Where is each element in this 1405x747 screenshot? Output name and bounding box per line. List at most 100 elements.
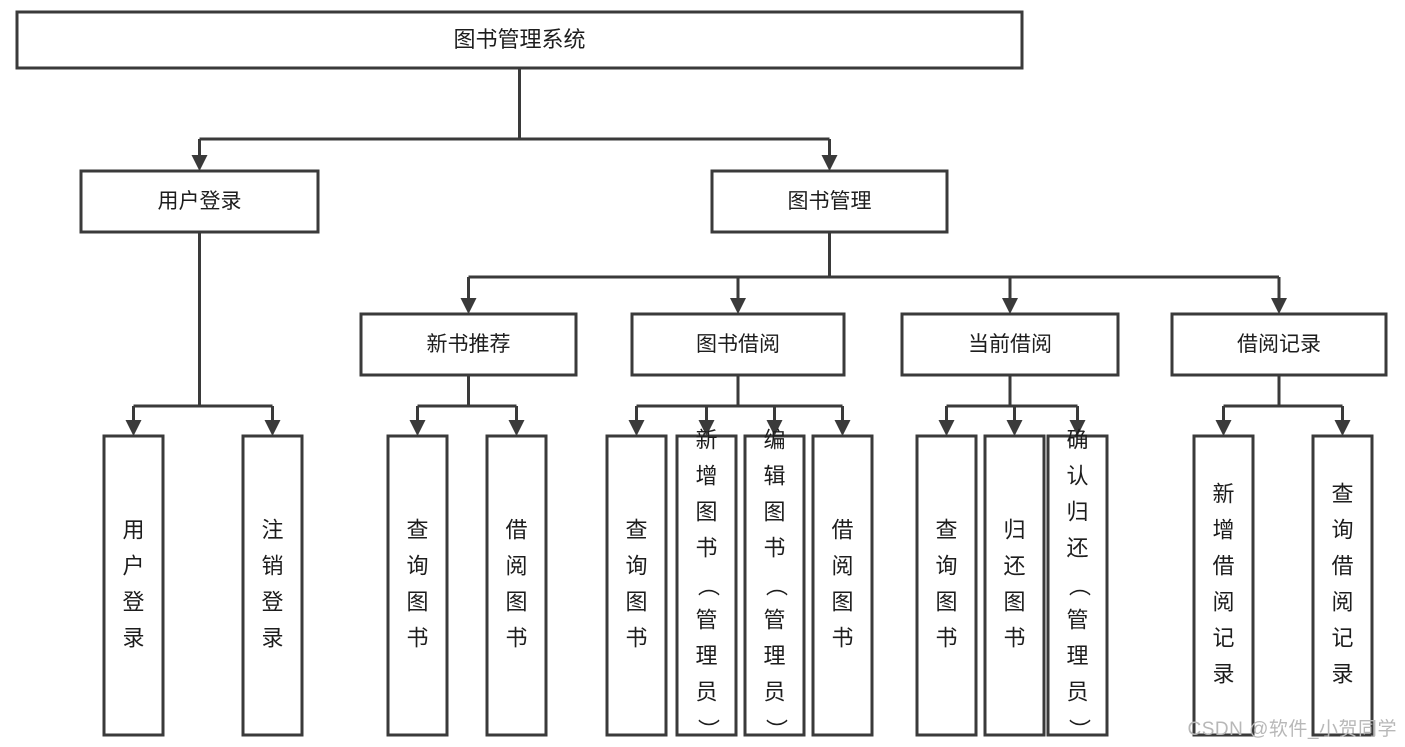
branch-node-label: 新书推荐	[427, 333, 511, 356]
leaf-node-label-char: 图	[695, 499, 717, 524]
branch-node-3[interactable]: 图书借阅	[630, 312, 846, 377]
leaf-node-label-char: 阅	[1212, 589, 1234, 614]
node-rect[interactable]	[359, 312, 578, 377]
node-rect[interactable]	[1170, 312, 1388, 377]
node-rect[interactable]	[605, 434, 668, 737]
leaf-node-label-char: 书	[695, 535, 717, 560]
leaf-node-label-char: 书	[505, 625, 527, 650]
branch-node-4[interactable]: 当前借阅	[900, 312, 1120, 377]
arrow-head	[834, 420, 851, 436]
leaf-node-label-char: 录	[1331, 661, 1353, 686]
node-rect[interactable]	[710, 169, 949, 234]
leaf-node-label-char: 记	[1331, 625, 1353, 650]
node-rect[interactable]	[630, 312, 846, 377]
branch-node-5[interactable]: 借阅记录	[1170, 312, 1388, 377]
node-layer: 图书管理系统用户登录图书管理新书推荐图书借阅当前借阅借阅记录用户登录注销登录查询…	[15, 10, 1388, 741]
leaf-node-label-char: 辑	[763, 463, 785, 488]
leaf-node-label-char: 书	[406, 625, 428, 650]
leaf-node-label-char: 书	[1003, 625, 1025, 650]
leaf-node-label-char: 阅	[1331, 589, 1353, 614]
arrow-head	[766, 420, 783, 436]
arrow-head	[409, 420, 426, 436]
leaf-node-label-char: 管	[695, 607, 717, 632]
branch-node-0[interactable]: 用户登录	[79, 169, 320, 234]
connector-layer	[125, 68, 1351, 436]
leaf-node-label-char: 借	[505, 517, 527, 542]
node-rect[interactable]	[900, 312, 1120, 377]
leaf-node-label-char: 询	[1331, 517, 1353, 542]
leaf-node-label-char: 确	[1066, 427, 1088, 452]
leaf-node-label-char: 图	[406, 589, 428, 614]
arrow-head	[628, 420, 645, 436]
leaf-node-label-char: 新	[1212, 481, 1234, 506]
leaf-node-label-char: 借	[1212, 553, 1234, 578]
node-rect[interactable]	[811, 434, 874, 737]
node-rect[interactable]	[386, 434, 449, 737]
branch-node-label: 当前借阅	[968, 333, 1052, 356]
leaf-node-label-char: ）	[696, 718, 721, 740]
leaf-node-label-char: 还	[1066, 535, 1088, 560]
node-rect[interactable]	[1192, 434, 1255, 737]
arrow-head	[1069, 420, 1086, 436]
leaf-node-label-char: 书	[763, 535, 785, 560]
leaf-node-label-char: 借	[1331, 553, 1353, 578]
leaf-node-label-char: 员	[1066, 679, 1088, 704]
leaf-node-label-char: 查	[625, 517, 647, 542]
leaf-node-label-char: 询	[406, 553, 428, 578]
node-rect[interactable]	[79, 169, 320, 234]
arrow-head	[938, 420, 955, 436]
branch-node-1[interactable]: 图书管理	[710, 169, 949, 234]
leaf-node-label-char: 图	[935, 589, 957, 614]
leaf-node-label-char: ）	[1067, 718, 1092, 740]
leaf-node-label-char: 记	[1212, 625, 1234, 650]
leaf-node-label-char: 查	[406, 517, 428, 542]
leaf-node-label-char: 理	[1066, 643, 1088, 668]
leaf-node-label-char: 员	[763, 679, 785, 704]
node-rect[interactable]	[485, 434, 548, 737]
node-rect[interactable]	[675, 434, 738, 737]
leaf-node-label-char: 登	[122, 589, 144, 614]
leaf-node-label-char: 用	[122, 517, 144, 542]
node-rect[interactable]	[915, 434, 978, 737]
leaf-node-label-char: 编	[763, 427, 785, 452]
arrow-head	[264, 420, 281, 436]
branch-node-2[interactable]: 新书推荐	[359, 312, 578, 377]
leaf-node-label-char: 户	[122, 553, 144, 578]
leaf-node-label-char: 阅	[831, 553, 853, 578]
node-rect[interactable]	[241, 434, 304, 737]
leaf-node-label-char: 书	[831, 625, 853, 650]
leaf-node-label-char: 录	[261, 625, 283, 650]
node-rect[interactable]	[743, 434, 806, 737]
node-rect[interactable]	[15, 10, 1024, 70]
leaf-node-label-char: 认	[1066, 463, 1088, 488]
leaf-node-0[interactable]: 用户登录	[102, 434, 165, 737]
leaf-node-label-char: 归	[1003, 517, 1025, 542]
leaf-node-label-char: 图	[763, 499, 785, 524]
leaf-node-label-char: 图	[625, 589, 647, 614]
leaf-node-label-char: 增	[1212, 517, 1234, 542]
leaf-node-label-char: 销	[261, 553, 283, 578]
node-rect[interactable]	[1311, 434, 1374, 737]
node-rect[interactable]	[983, 434, 1046, 737]
leaf-node-label-char: ）	[764, 718, 789, 740]
node-rect[interactable]	[102, 434, 165, 737]
arrow-head	[191, 155, 208, 171]
leaf-node-label-char: （	[696, 574, 721, 596]
node-rect[interactable]	[1046, 434, 1109, 737]
root-node-0[interactable]: 图书管理系统	[15, 10, 1024, 70]
leaf-node-label-char: 理	[695, 643, 717, 668]
